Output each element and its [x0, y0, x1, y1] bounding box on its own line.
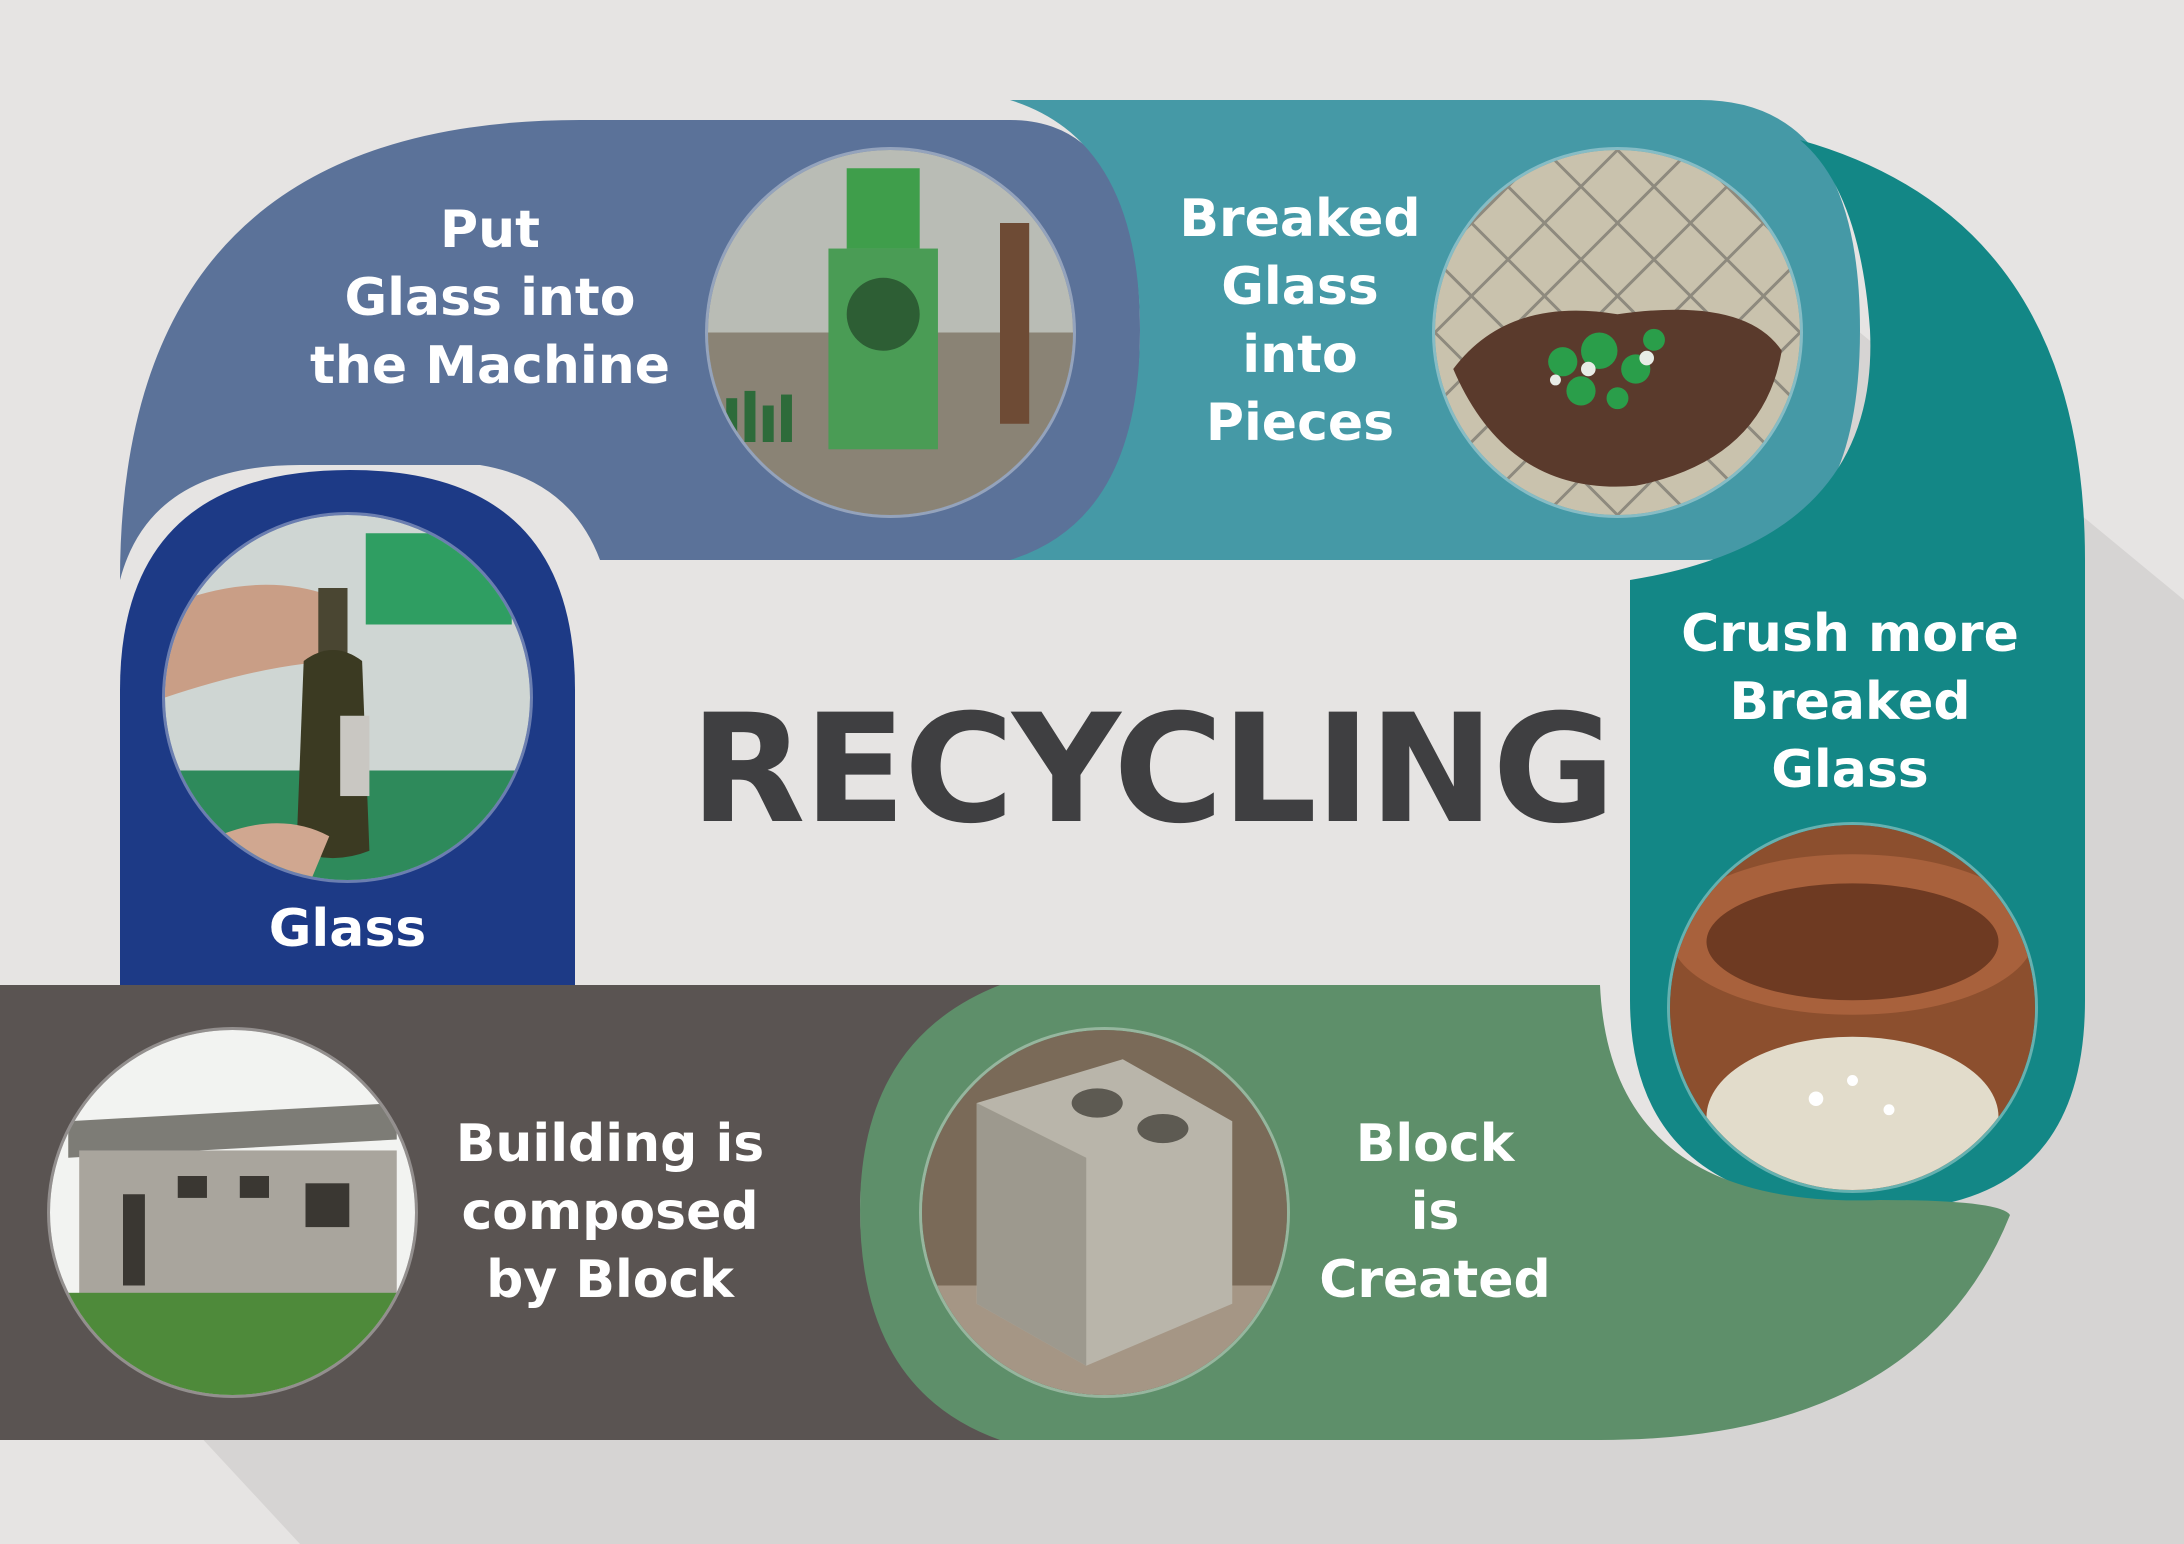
- step-crush-label: Crush more Breaked Glass: [1681, 604, 2019, 800]
- step-glass-label: Glass: [268, 899, 427, 959]
- step-break-label: Breaked Glass into Pieces: [1179, 189, 1421, 453]
- hand-with-broken-glass-photo: [1435, 150, 1800, 515]
- step-block-label: Block is Created: [1319, 1114, 1551, 1310]
- glass-crushing-machine-photo: [708, 150, 1073, 515]
- crushed-glass-in-drum-photo: [1670, 825, 2035, 1190]
- step-machine-label: Put Glass into the Machine: [309, 200, 671, 396]
- concrete-block-photo: [922, 1030, 1287, 1395]
- block-building-photo: [50, 1030, 415, 1395]
- hand-holding-wine-bottle-photo: [165, 515, 530, 880]
- step-building-label: Building is composed by Block: [455, 1114, 765, 1310]
- recycling-title: RECYCLING: [690, 683, 1615, 857]
